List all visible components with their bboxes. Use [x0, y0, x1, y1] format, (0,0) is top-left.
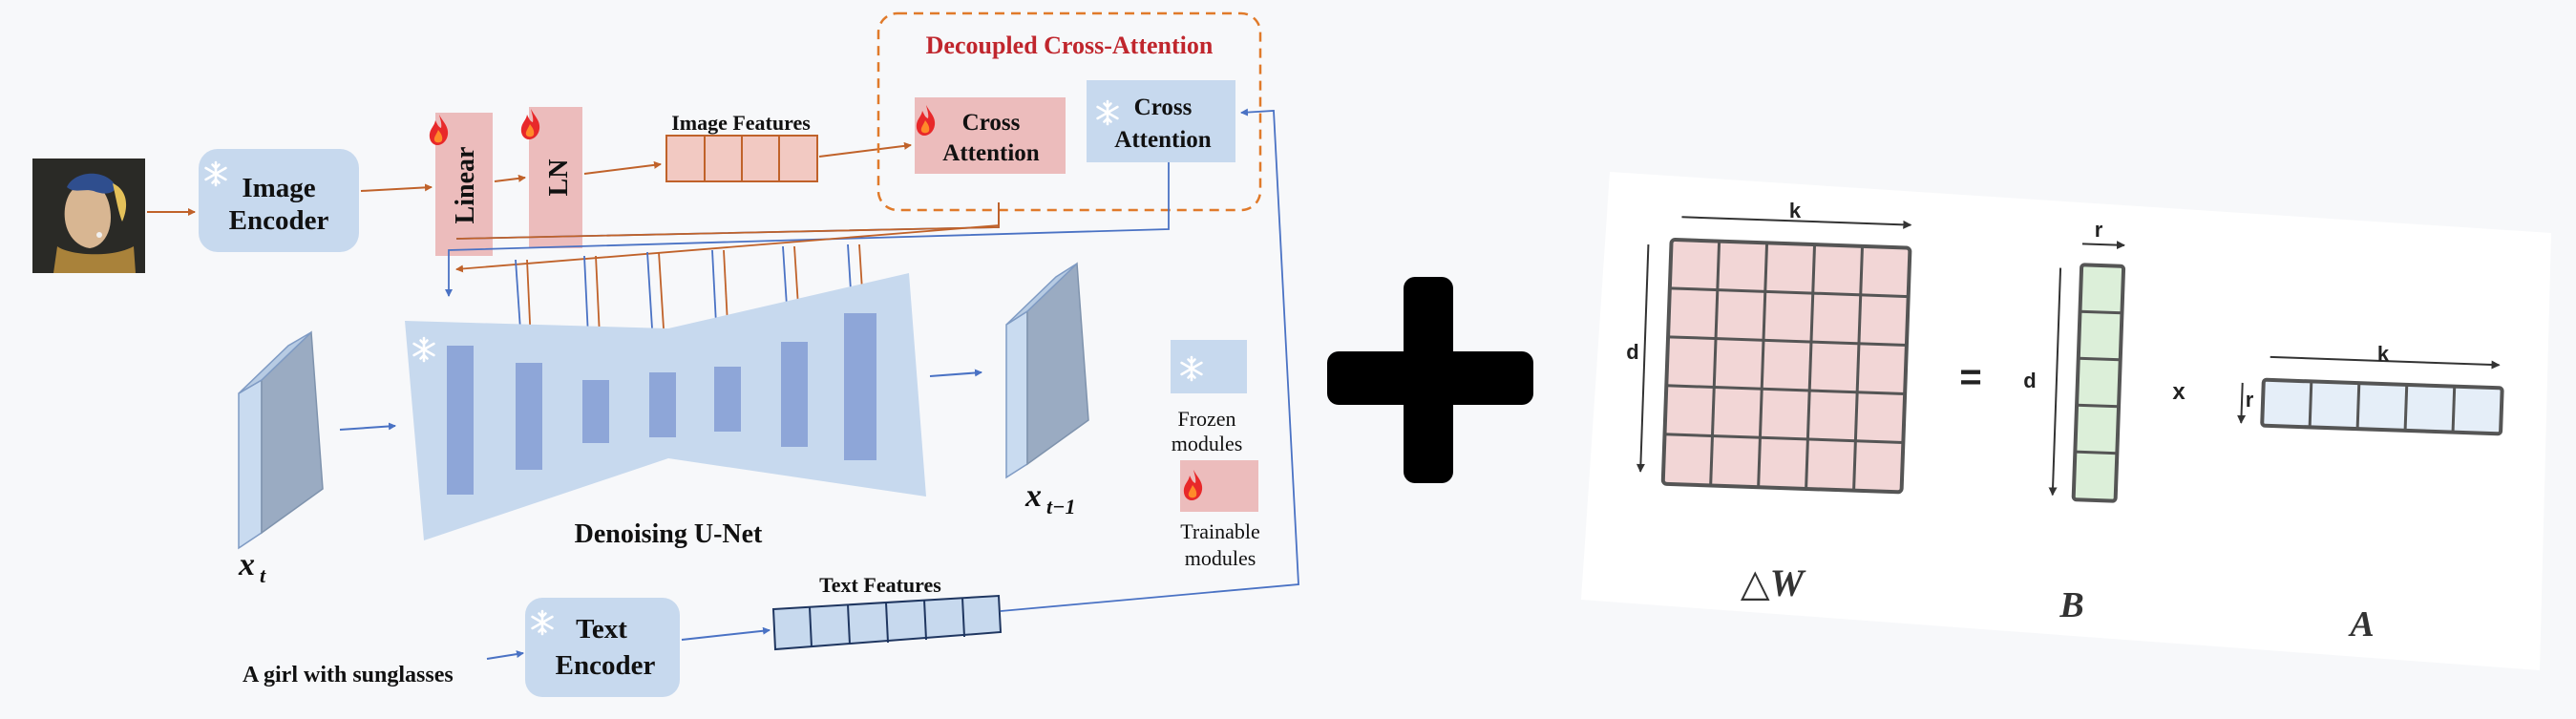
a-k-label: k — [2377, 342, 2390, 366]
legend-frozen-swatch — [1171, 340, 1247, 393]
legend-frozen-label-2: modules — [1172, 432, 1243, 455]
plus-icon — [1327, 277, 1533, 483]
xt-1-subscript: t−1 — [1046, 495, 1075, 518]
delta-w-matrix — [1636, 216, 1912, 495]
delta-w-label: △W — [1741, 561, 1806, 604]
text-features-token-strip: Text Features — [771, 573, 1003, 651]
a-matrix — [2237, 355, 2504, 436]
legend: Frozen modules Trainable modules — [1171, 340, 1260, 570]
denoised-latent-xt-1 — [1005, 262, 1089, 479]
linear-label: Linear — [451, 147, 480, 224]
cross-attention-trainable-label-2: Attention — [942, 140, 1039, 166]
legend-frozen-label-1: Frozen — [1177, 407, 1235, 431]
cross-attention-frozen-block: Cross Attention — [1087, 80, 1235, 162]
cross-attention-trainable-label-1: Cross — [962, 110, 1021, 136]
cross-attention-trainable-block: Cross Attention — [915, 97, 1066, 174]
text-encoder-label-2: Encoder — [556, 650, 656, 681]
text-features-label: Text Features — [819, 573, 941, 597]
image-encoder-label-2: Encoder — [229, 205, 329, 236]
image-encoder-block: Image Encoder — [199, 149, 359, 252]
prompt-text: A girl with sunglasses — [243, 663, 454, 687]
text-encoder-block: Text Encoder — [525, 598, 680, 697]
denoising-unet: Denoising U-Net — [405, 273, 926, 549]
decoupled-cross-attention-group: Decoupled Cross-Attention Cross Attentio… — [876, 11, 1262, 212]
unet-label: Denoising U-Net — [575, 519, 763, 549]
legend-trainable-label-2: modules — [1185, 546, 1256, 570]
image-encoder-label-1: Image — [242, 173, 315, 203]
a-r-label: r — [2246, 388, 2254, 412]
b-label: B — [2059, 585, 2083, 625]
linear-layer-block: Linear — [429, 113, 493, 256]
equals-sign: = — [1959, 356, 1981, 398]
xt-label: x — [238, 547, 255, 582]
lora-decomposition-panel: k d = r d x k r △W B A — [1581, 172, 2551, 670]
xt-1-label: x — [1024, 478, 1042, 514]
b-d-label: d — [2023, 369, 2036, 392]
noisy-latent-xt — [238, 330, 324, 550]
delta-w-k-label: k — [1789, 199, 1802, 222]
image-features-label: Image Features — [671, 111, 811, 135]
a-label: A — [2348, 604, 2374, 645]
ip-adapter-diagram: Image Encoder Linear LN Image Features — [32, 11, 1299, 697]
xt-subscript: t — [260, 563, 266, 587]
cross-attention-frozen-label-1: Cross — [1134, 95, 1193, 120]
text-encoder-label-1: Text — [576, 614, 627, 645]
layer-norm-block: LN — [520, 107, 582, 248]
b-matrix — [2048, 241, 2126, 503]
times-sign: x — [2172, 379, 2185, 405]
image-features-token-strip: Image Features — [665, 111, 818, 182]
cross-attention-frozen-label-2: Attention — [1114, 127, 1211, 153]
delta-w-d-label: d — [1626, 340, 1638, 364]
decoupled-title: Decoupled Cross-Attention — [926, 32, 1214, 59]
ln-label: LN — [544, 159, 574, 197]
input-image-thumbnail — [32, 159, 145, 273]
b-r-label: r — [2095, 218, 2103, 242]
legend-trainable-label-1: Trainable — [1180, 519, 1260, 543]
